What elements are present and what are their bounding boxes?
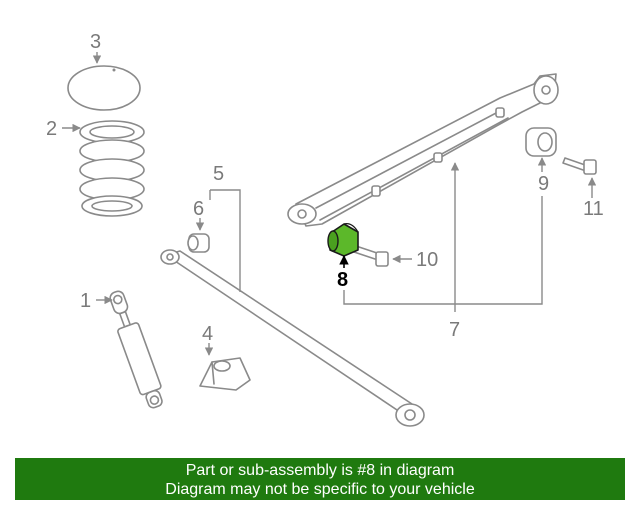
- arm-bolt: [562, 157, 597, 175]
- highlighted-bushing: [327, 223, 359, 257]
- banner-line-1: Part or sub-assembly is #8 in diagram: [185, 462, 455, 479]
- control-arm: [287, 73, 559, 227]
- callout-3: 3: [90, 31, 101, 53]
- callout-4: 4: [202, 323, 213, 345]
- callout-2: 2: [46, 118, 57, 140]
- callout-10: 10: [416, 249, 438, 271]
- coil-spring: [79, 120, 145, 217]
- arm-bushing: [525, 127, 557, 157]
- lateral-rod-bushing: [187, 233, 210, 253]
- lateral-rod: [160, 249, 425, 427]
- bushing-bolt: [353, 245, 389, 267]
- parts-diagram: 3 2 1 5 6: [46, 31, 604, 427]
- bracket-8-9: [343, 196, 543, 305]
- callout-6: 6: [193, 198, 204, 220]
- info-banner: Part or sub-assembly is #8 in diagram Di…: [15, 458, 625, 500]
- callout-9: 9: [538, 173, 549, 195]
- bump-stopper: [199, 357, 251, 391]
- shock-absorber: [109, 290, 163, 409]
- callout-11: 11: [583, 198, 604, 220]
- callout-5: 5: [213, 163, 224, 185]
- banner-line-2: Diagram may not be specific to your vehi…: [165, 481, 475, 498]
- callout-1: 1: [80, 290, 91, 312]
- leader-5: [210, 189, 241, 292]
- spring-insulator: [67, 65, 141, 111]
- callout-7: 7: [449, 319, 460, 341]
- callout-8: 8: [337, 269, 348, 291]
